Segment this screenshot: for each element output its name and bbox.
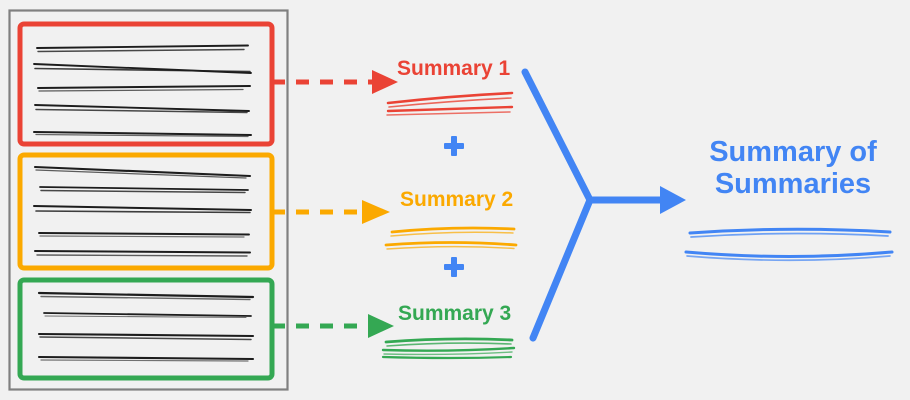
arrow-orange-to-summary-2 [272, 200, 390, 224]
summary-1-label: Summary 1 [397, 57, 511, 80]
section-green-text-lines [37, 291, 255, 362]
section-box-green[interactable] [17, 277, 275, 381]
plus-icon-2 [444, 257, 464, 277]
summary-2-label: Summary 2 [400, 188, 514, 211]
section-red-text-lines [33, 44, 252, 138]
arrow-red-to-summary-1 [272, 70, 398, 94]
source-document-frame [8, 9, 289, 391]
plus-icon-1 [444, 136, 464, 156]
section-box-red[interactable] [17, 21, 275, 147]
section-orange-text-lines [33, 165, 252, 257]
summary-of-summaries-label: Summary of Summaries [709, 136, 877, 201]
summary-2-squiggles [384, 226, 518, 250]
result-squiggles [684, 227, 894, 262]
summary-3-squiggles [381, 337, 516, 360]
arrow-green-to-summary-3 [272, 314, 394, 338]
summary-3-label: Summary 3 [398, 302, 512, 325]
summary-1-squiggles [386, 91, 514, 116]
merge-arrow-icon [521, 68, 668, 342]
merge-arrowhead [660, 186, 686, 214]
